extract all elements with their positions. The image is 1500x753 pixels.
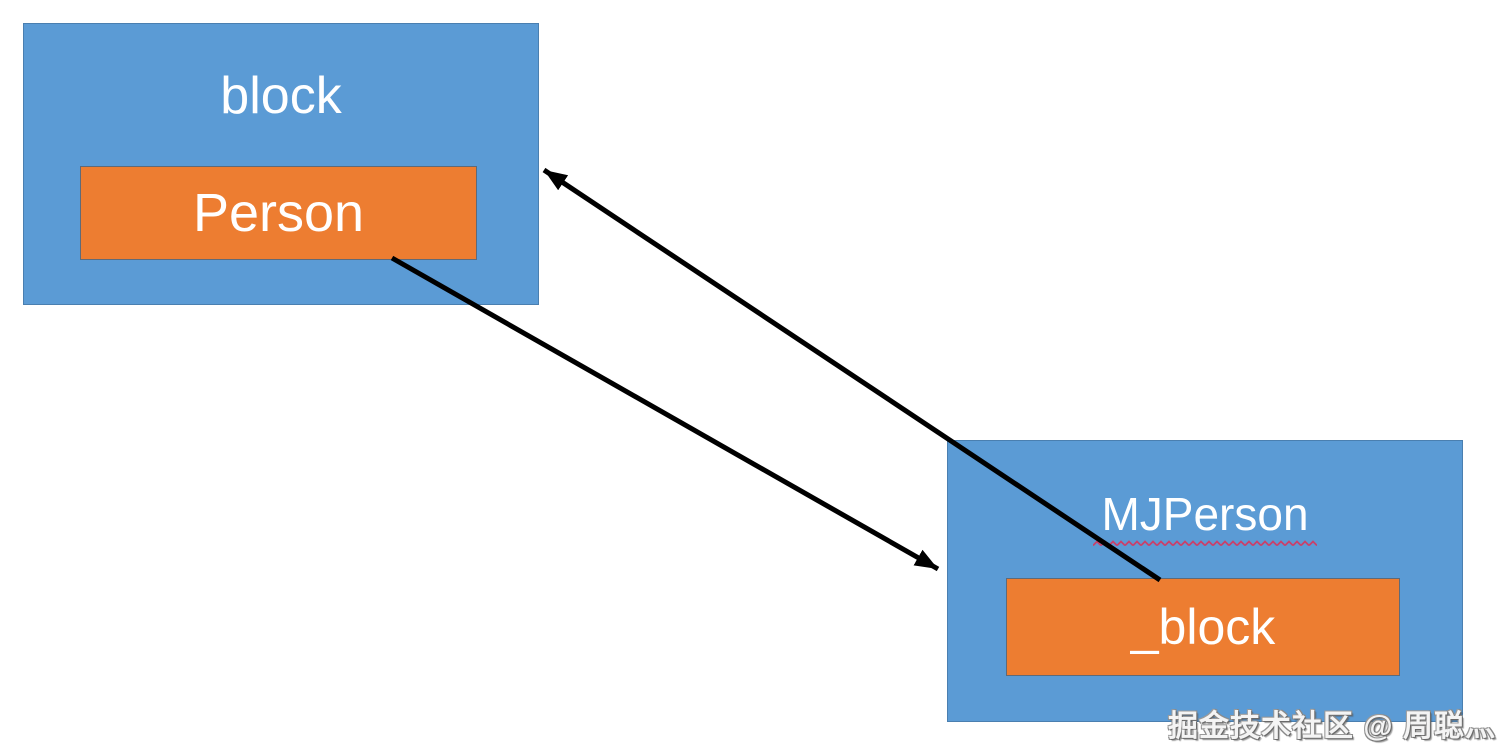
block-object-box: block Person (23, 23, 539, 305)
block-member-label: _block (1130, 599, 1276, 655)
mjperson-title-wrap: MJPerson (1093, 491, 1317, 547)
block-object-title: block (24, 70, 538, 122)
person-member-label: Person (192, 183, 365, 243)
spellcheck-squiggle-icon (1093, 540, 1317, 547)
mjperson-title-text: MJPerson (1101, 488, 1309, 540)
mjperson-object-box: MJPerson _block (947, 440, 1463, 722)
mjperson-object-title: MJPerson (948, 491, 1462, 547)
watermark-text: 掘金技术社区 @ 周聪灬 (1168, 710, 1496, 743)
person-member-box: Person (80, 166, 477, 260)
block-title-text: block (220, 67, 342, 125)
block-member-box: _block (1006, 578, 1400, 676)
